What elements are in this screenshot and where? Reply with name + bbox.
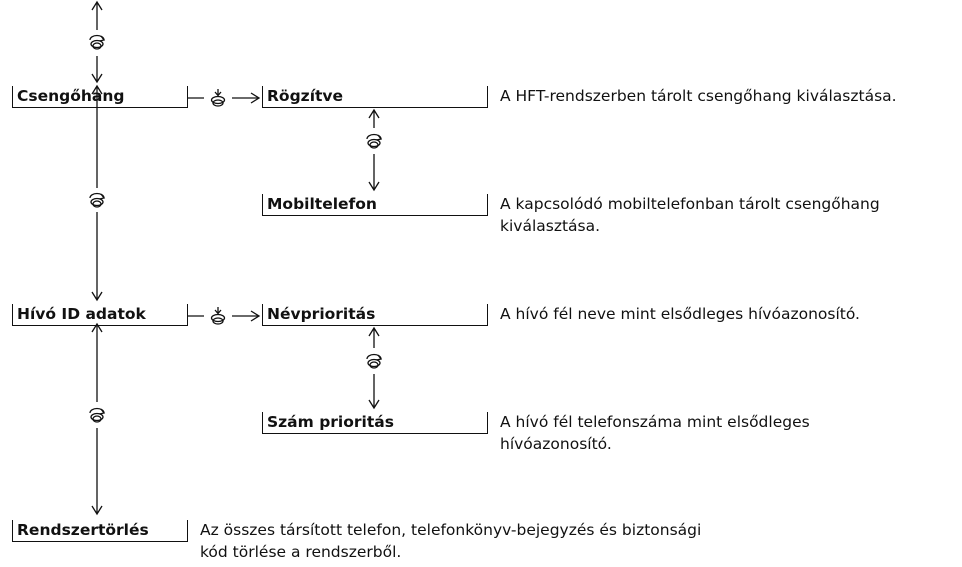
arrow-down-ringtone (91, 56, 103, 84)
option-number-priority[interactable]: Szám prioritás (262, 412, 488, 434)
menu-item-ringtone[interactable]: Csengőhang (12, 86, 188, 108)
description-line: hívóazonosító. (500, 435, 612, 453)
option-number-priority-description: A hívó fél telefonszáma mint elsődleges … (500, 411, 810, 455)
description-line: kód törlése a rendszerből. (200, 543, 402, 561)
menu-item-system-clear[interactable]: Rendszertörlés (12, 520, 188, 542)
arrow-up-top (91, 0, 103, 30)
press-knob-icon (210, 88, 226, 107)
option-mobile-phone[interactable]: Mobiltelefon (262, 194, 488, 216)
system-clear-description: Az összes társított telefon, telefonköny… (200, 519, 701, 563)
rotary-knob-icon (366, 133, 382, 149)
rotary-knob-icon (89, 407, 105, 423)
option-name-priority[interactable]: Névprioritás (262, 304, 488, 326)
description-line: A kapcsolódó mobiltelefonban tárolt csen… (500, 195, 880, 213)
rotary-knob-icon (89, 34, 105, 50)
rotary-knob-icon (366, 353, 382, 369)
rotary-knob-icon (89, 192, 105, 208)
description-line: A hívó fél telefonszáma mint elsődleges (500, 413, 810, 431)
press-knob-icon (210, 306, 226, 325)
menu-item-caller-id[interactable]: Hívó ID adatok (12, 304, 188, 326)
option-fixed-description: A HFT-rendszerben tárolt csengőhang kivá… (500, 87, 897, 105)
option-name-priority-description: A hívó fél neve mint elsődleges hívóazon… (500, 305, 860, 323)
option-mobile-phone-description: A kapcsolódó mobiltelefonban tárolt csen… (500, 193, 880, 237)
description-line: Az összes társított telefon, telefonköny… (200, 521, 702, 539)
option-fixed[interactable]: Rögzítve (262, 86, 488, 108)
description-line: kiválasztása. (500, 217, 601, 235)
